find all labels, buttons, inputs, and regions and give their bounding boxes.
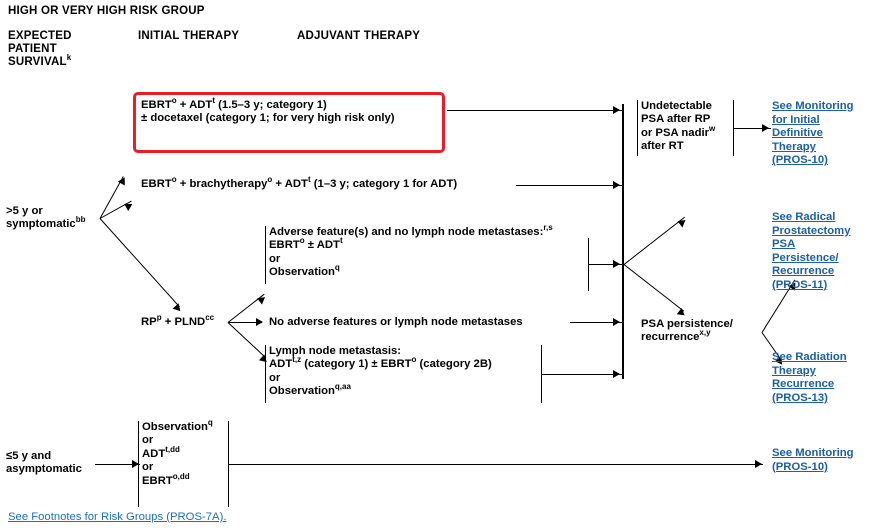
observation-line4: or	[142, 461, 154, 474]
connector-rp-to-no-adverse	[228, 322, 262, 323]
observation-line2: or	[142, 434, 154, 447]
observation-line1: Observationq	[142, 418, 213, 433]
page-title: HIGH OR VERY HIGH RISK GROUP	[8, 5, 205, 17]
connector-lymph-to-bar	[541, 374, 622, 375]
link-line: Persistence/	[772, 251, 839, 264]
connector-adverse-to-bar	[588, 264, 622, 265]
column-header-survival-line2: PATIENT	[8, 43, 57, 55]
adjuvant-lymph-line3: or	[269, 371, 281, 384]
link-line: for Initial	[772, 113, 820, 126]
connector-rp-to-lymph	[227, 322, 267, 359]
survival-group-under-5y-line1: ≤5 y and	[6, 450, 52, 462]
link-radiation-therapy-recurrence[interactable]: See Radiation Therapy Recurrence (PROS-1…	[772, 351, 872, 405]
arrowhead-brachytherapy-to-bar	[613, 181, 620, 189]
link-monitoring[interactable]: See Monitoring (PROS-10)	[772, 447, 877, 474]
observation-line5: EBRTo,dd	[142, 471, 190, 487]
outcome-undetectable-line4: after RT	[641, 140, 684, 153]
adjuvant-lymph-line2: ADTt,z (category 1) ± EBRTo (category 2B…	[269, 355, 492, 371]
link-line: (PROS-13)	[772, 391, 828, 404]
initial-therapy-observation-block: Observationq or ADTt,dd or EBRTo,dd	[142, 418, 228, 488]
adjuvant-adverse-features: Adverse feature(s) and no lymph node met…	[269, 223, 599, 280]
adjuvant-lymph-line1: Lymph node metastasis:	[269, 345, 402, 357]
outcome-psa-persistence-line1: PSA persistence/	[641, 318, 733, 330]
adjuvant-adverse-line4: Observationq	[269, 263, 340, 279]
connector-undetectable-to-link	[733, 128, 771, 129]
link-line: See Radical	[772, 211, 836, 223]
bracket-undetectable-left	[637, 100, 638, 156]
link-line: See Monitoring	[772, 100, 854, 112]
outcome-undetectable-line1: Undetectable	[641, 100, 712, 112]
outcome-undetectable-psa: Undetectable PSA after RP or PSA nadirw …	[641, 100, 733, 154]
survival-group-over-5y-line2: symptomaticbb	[6, 215, 86, 231]
column-header-initial-therapy: INITIAL THERAPY	[138, 30, 240, 42]
arrowhead-to-psa-persistence	[676, 307, 688, 319]
link-line: (PROS-10)	[772, 154, 828, 167]
adjuvant-lymph-node: Lymph node metastasis: ADTt,z (category …	[269, 345, 599, 399]
survival-group-under-5y: ≤5 y and asymptomatic	[6, 450, 82, 477]
bracket-observation-left	[138, 421, 139, 507]
column-header-adjuvant-therapy: ADJUVANT THERAPY	[297, 30, 421, 42]
adjuvant-no-adverse-features: No adverse features or lymph node metast…	[269, 316, 523, 328]
link-monitoring-initial-definitive-therapy[interactable]: See Monitoring for Initial Definitive Th…	[772, 100, 877, 168]
link-line: Prostatectomy	[772, 224, 851, 237]
adjuvant-adverse-line3: or	[269, 252, 281, 265]
initial-therapy-ebrt-adt-line2: ± docetaxel (category 1; for very high r…	[141, 112, 395, 125]
connector-under5y-to-observation	[95, 464, 140, 465]
arrowhead-under5y-to-observation	[132, 460, 139, 468]
outcome-undetectable-line2: PSA after RP	[641, 113, 711, 126]
link-line: Recurrence	[772, 378, 835, 391]
bracket-adverse-features	[265, 226, 266, 284]
outcome-undetectable-line3: or PSA nadirw	[641, 124, 716, 139]
observation-line3: ADTt,dd	[142, 445, 180, 460]
column-header-survival-line1: EXPECTED	[8, 30, 72, 42]
link-line: (PROS-10)	[772, 460, 828, 473]
column-header-survival: EXPECTED PATIENT SURVIVALk	[8, 30, 72, 69]
connector-to-radical-prostatectomy	[623, 216, 685, 265]
footnotes-link[interactable]: See Footnotes for Risk Groups (PROS-7A).	[8, 511, 227, 523]
arrowhead-to-rp-plnd	[172, 303, 184, 314]
arrowhead-to-brachytherapy	[124, 200, 135, 211]
survival-group-over-5y-line1: >5 y or	[6, 205, 43, 217]
initial-therapy-brachytherapy: EBRTo + brachytherapyo + ADTt (1–3 y; ca…	[141, 175, 458, 190]
link-line: Definitive	[772, 127, 823, 140]
connector-no-adverse-to-bar	[570, 322, 622, 323]
link-line: PSA	[772, 238, 796, 251]
arrowhead-to-radical-prostatectomy	[677, 216, 688, 228]
arrowhead-adverse-to-bar	[613, 260, 620, 268]
link-line: See Radiation	[772, 351, 847, 363]
outcome-psa-persistence: PSA persistence/ recurrencex,y	[641, 318, 771, 345]
link-line: (PROS-11)	[772, 278, 828, 291]
link-radical-prostatectomy-psa-persistence-recurrence[interactable]: See Radical Prostatectomy PSA Persistenc…	[772, 211, 872, 293]
link-line: Therapy	[772, 364, 816, 377]
survival-group-under-5y-line2: asymptomatic	[6, 463, 82, 476]
link-line: See Monitoring	[772, 447, 854, 459]
arrowhead-rp-to-adverse	[257, 293, 268, 305]
highlight-box-ebrt-adt	[133, 92, 445, 153]
arrowhead-no-adverse-to-bar	[613, 318, 620, 326]
initial-therapy-ebrt-adt-line1: EBRTo + ADTt (1.5–3 y; category 1)	[141, 96, 327, 111]
outcome-psa-persistence-line2: recurrencex,y	[641, 328, 711, 344]
arrowhead-rp-to-no-adverse	[256, 318, 263, 326]
arrowhead-undetectable-to-link	[762, 124, 769, 132]
adjuvant-adverse-line1: Adverse feature(s) and no lymph node met…	[269, 223, 553, 238]
link-line: Recurrence	[772, 265, 835, 278]
arrowhead-observation-to-monitoring	[755, 460, 762, 468]
adjuvant-lymph-line4: Observationq,aa	[269, 382, 351, 398]
bracket-lymph-node	[265, 345, 266, 403]
initial-therapy-rp-plnd: RPp + PLNDcc	[141, 313, 215, 328]
survival-group-over-5y: >5 y or symptomaticbb	[6, 205, 85, 232]
adjuvant-adverse-line2: EBRTo ± ADTt	[269, 236, 343, 252]
connector-ebrt-adt-to-bar	[447, 110, 622, 111]
connector-to-psa-persistence	[623, 264, 685, 312]
connector-brachytherapy-to-bar	[516, 185, 622, 186]
arrowhead-ebrt-adt-to-bar	[613, 106, 620, 114]
link-line: Therapy	[772, 140, 816, 153]
connector-to-rp-plnd	[99, 218, 180, 308]
convergence-bar	[622, 104, 624, 379]
arrowhead-lymph-to-bar	[613, 370, 620, 378]
connector-observation-to-monitoring	[228, 464, 763, 465]
initial-therapy-ebrt-adt: EBRTo + ADTt (1.5–3 y; category 1) ± doc…	[141, 96, 395, 126]
column-header-survival-line3: SURVIVALk	[8, 53, 72, 68]
